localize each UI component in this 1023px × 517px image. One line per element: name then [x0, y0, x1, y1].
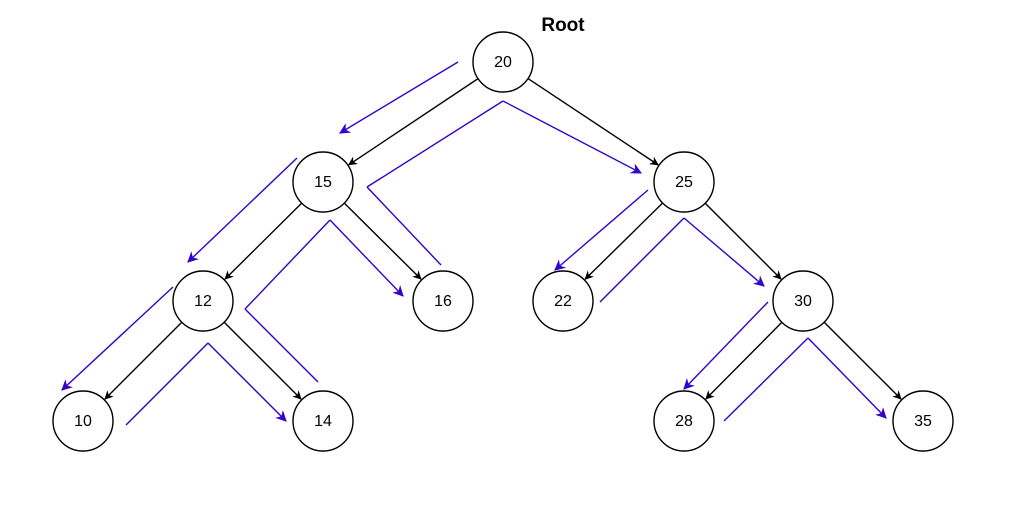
node-circle — [892, 390, 954, 452]
tree-node-35: 35 — [892, 390, 954, 452]
node-value: 15 — [314, 174, 332, 191]
tree-edge-n30-n28 — [705, 321, 783, 400]
tree-node-10: 10 — [52, 390, 114, 452]
node-value: 16 — [434, 293, 452, 310]
node-value: 22 — [554, 293, 572, 310]
node-circle — [532, 270, 594, 332]
traversal-segment — [599, 217, 685, 303]
tree-node-25: 25 — [653, 151, 715, 213]
tree-edge-n20-n15 — [348, 78, 479, 166]
root-label: Root — [541, 15, 585, 36]
tree-edge-n15-n16 — [343, 202, 422, 280]
traversal-arrow — [502, 100, 642, 174]
node-value: 30 — [794, 293, 812, 310]
traversal-segment — [366, 186, 442, 266]
node-circle — [292, 390, 354, 452]
traversal-segment — [125, 342, 209, 426]
tree-node-14: 14 — [292, 390, 354, 452]
node-value: 20 — [494, 54, 512, 71]
tree-node-12: 12 — [172, 270, 234, 332]
node-circle — [52, 390, 114, 452]
node-value: 25 — [675, 174, 693, 191]
node-value: 10 — [74, 413, 92, 430]
node-circle — [472, 31, 534, 93]
tree-node-22: 22 — [532, 270, 594, 332]
tree-edge-n12-n14 — [223, 321, 302, 400]
traversal-arrow — [683, 217, 765, 287]
traversal-path — [61, 61, 887, 426]
traversal-arrow — [807, 337, 887, 419]
traversal-arrow — [207, 342, 287, 422]
traversal-arrow — [61, 286, 174, 391]
tree-node-28: 28 — [653, 390, 715, 452]
node-circle — [653, 390, 715, 452]
node-circle — [172, 270, 234, 332]
tree-edges — [104, 77, 902, 400]
tree-edge-n20-n25 — [527, 77, 659, 166]
traversal-segment — [244, 308, 319, 383]
node-value: 14 — [314, 413, 332, 430]
node-circle — [292, 151, 354, 213]
node-value: 12 — [194, 293, 212, 310]
node-circle — [772, 270, 834, 332]
traversal-arrow — [329, 219, 404, 297]
node-circle — [653, 151, 715, 213]
traversal-arrow — [554, 189, 649, 271]
traversal-segment — [244, 219, 331, 310]
tree-edge-n15-n12 — [224, 202, 303, 280]
traversal-arrow — [187, 157, 298, 263]
node-value: 35 — [914, 413, 932, 430]
traversal-arrow — [683, 301, 769, 390]
tree-edge-n25-n30 — [704, 202, 782, 280]
node-value: 28 — [675, 413, 693, 430]
tree-node-20: 20 — [472, 31, 534, 93]
traversal-arrow — [339, 61, 459, 134]
traversal-segment — [366, 100, 504, 188]
tree-nodes: 20 15 25 12 16 22 30 10 14 28 35 — [52, 31, 954, 452]
traversal-segment — [723, 337, 809, 422]
tree-node-16: 16 — [412, 270, 474, 332]
tree-node-30: 30 — [772, 270, 834, 332]
tree-edge-n25-n22 — [584, 202, 664, 280]
tree-node-15: 15 — [292, 151, 354, 213]
tree-edge-n30-n35 — [823, 321, 902, 400]
tree-edge-n12-n10 — [104, 321, 183, 400]
node-circle — [412, 270, 474, 332]
